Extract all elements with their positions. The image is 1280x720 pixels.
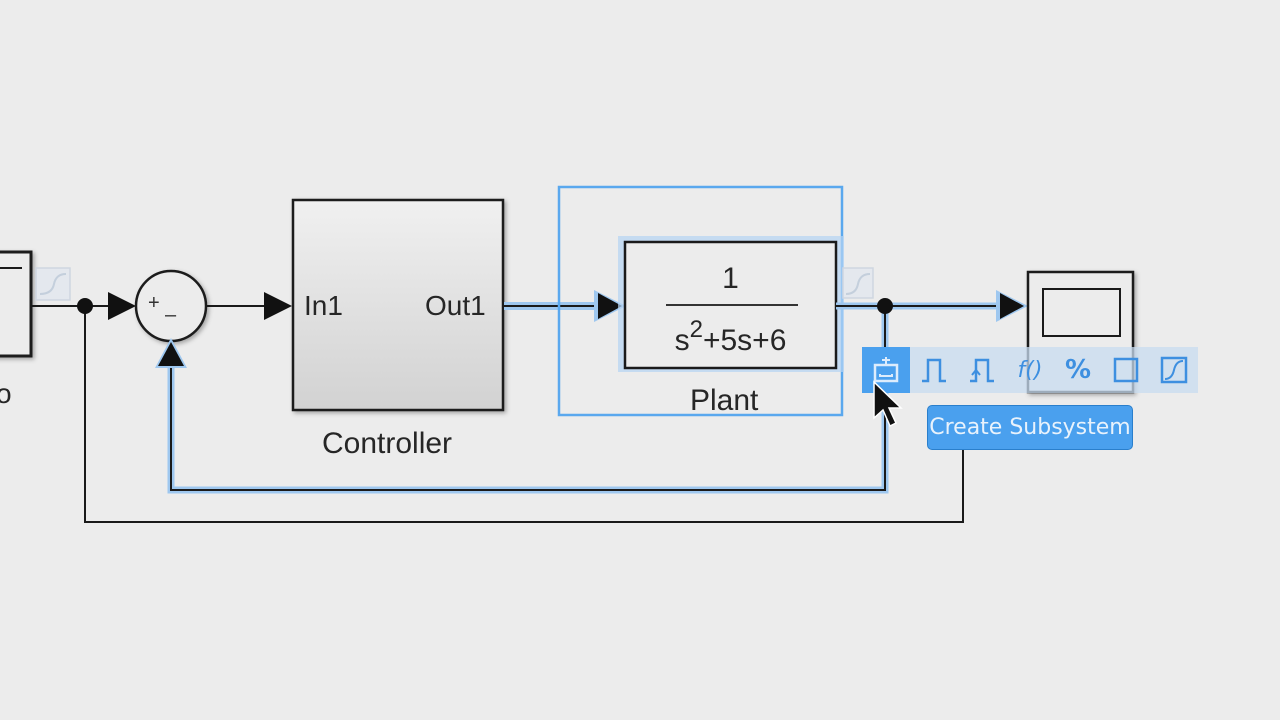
signal-line-sum-to-controller[interactable] [206, 292, 292, 320]
controller-subsystem-block[interactable] [291, 198, 505, 412]
plant-denominator: s2+5s+6 [625, 316, 836, 358]
percent-button[interactable]: % [1054, 347, 1102, 393]
mouse-cursor-icon [873, 380, 903, 428]
signal-line-plant-to-scope[interactable] [836, 290, 1028, 322]
area-button[interactable] [1102, 347, 1150, 393]
controller-label: Controller [322, 427, 453, 460]
controller-in-port-label: In1 [304, 290, 343, 321]
quick-action-toolbar: f() % [862, 347, 1198, 393]
signal-icon [35, 267, 71, 301]
signal-curve-icon [1160, 356, 1188, 384]
plant-transfer-fcn-block[interactable] [618, 236, 844, 372]
plant-numerator: 1 [722, 262, 739, 295]
source-block-label: o [0, 378, 12, 409]
branch-point [877, 298, 893, 314]
tooltip-create-subsystem: Create Subsystem [927, 405, 1133, 450]
signal-line-outer-feedback[interactable] [84, 306, 964, 523]
denominator-exponent: 2 [689, 316, 703, 343]
signal-line-controller-to-plant[interactable] [504, 290, 626, 322]
denominator-rest: +5s+6 [702, 324, 787, 357]
display-button[interactable] [1150, 347, 1198, 393]
pulse-generator-button[interactable] [910, 347, 958, 393]
pulse-icon [922, 358, 946, 383]
denominator-s: s [674, 324, 690, 357]
sum-minus-sign: – [165, 304, 177, 326]
create-subsystem-icon [873, 357, 899, 383]
function-icon: f() [1017, 357, 1043, 383]
square-icon [1113, 357, 1139, 383]
sum-plus-sign: + [148, 292, 160, 314]
signal-icon [842, 267, 874, 299]
controller-out-port-label: Out1 [425, 290, 486, 321]
triggered-subsystem-button[interactable] [958, 347, 1006, 393]
percent-icon: % [1064, 355, 1092, 385]
source-block[interactable] [0, 250, 33, 358]
branch-point [77, 298, 93, 314]
create-subsystem-button[interactable] [862, 347, 910, 393]
plant-label: Plant [690, 384, 759, 417]
function-button[interactable]: f() [1006, 347, 1054, 393]
trigger-pulse-icon [970, 358, 994, 383]
signal-line-source-to-sum[interactable] [31, 292, 136, 320]
